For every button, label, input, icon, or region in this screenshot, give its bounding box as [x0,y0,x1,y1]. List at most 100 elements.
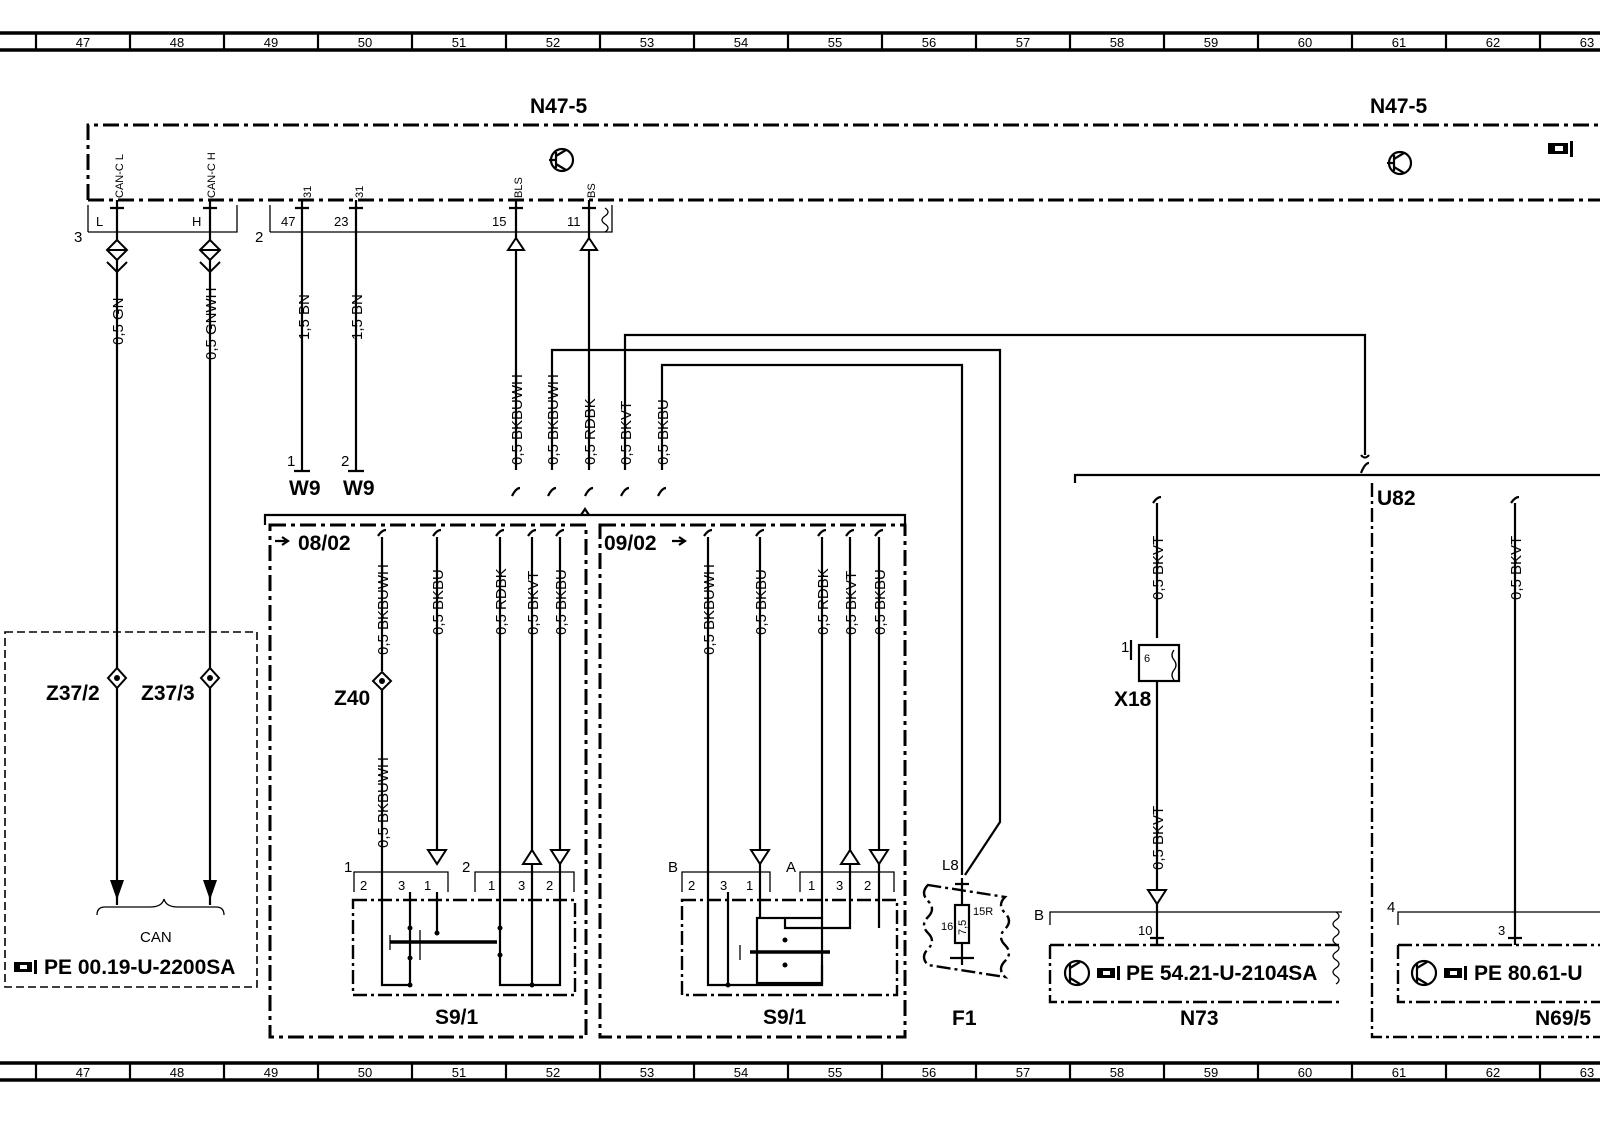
s9r-wire-5: 0,5 BKBU [872,569,889,635]
s9r-conn-a: A [786,859,796,876]
s9l-wire-lower: 0,5 BKBUWH [375,757,392,848]
fuse-pin-16: 16 [941,921,953,933]
grid-column-number: 47 [76,35,90,50]
grid-column-number: 57 [1016,1065,1030,1080]
s9r-pin: 3 [836,878,843,893]
s9r-pin: 3 [720,878,727,893]
switch-s9-1-0902: 09/02 0,5 BKBUWH 0,5 BKBU 0,5 RDBK 0,5 B… [598,523,907,1039]
grid-column-number: 52 [546,1065,560,1080]
n69-pin-3: 3 [1498,923,1505,938]
ground-wires: 1,5 BN 1,5 BN 1 2 W9 W9 [287,232,375,500]
pin-l: L [96,214,103,229]
s9l-pin: 1 [488,878,495,893]
s9r-wire-4: 0,5 BKVT [843,571,860,635]
transistor-icon [549,147,575,173]
s9l-pin: 3 [398,878,405,893]
pin-31-a: 31 [302,186,314,198]
connector-2: 2 [255,229,263,246]
s9l-wire-2: 0,5 BKBU [430,569,447,635]
wire-can-h-label: 0,5 GNWH [203,287,220,360]
grid-column-number: 50 [358,35,372,50]
fuse-f1: L8 7,5 16 15R F1 [922,857,1011,1030]
grid-column-number: 59 [1204,1065,1218,1080]
z37-2-label: Z37/2 [46,682,100,705]
grid-column-number: 53 [640,1065,654,1080]
grid-column-number: 54 [734,35,748,50]
grid-column-number: 61 [1392,1065,1406,1080]
s9l-pin: 2 [360,878,367,893]
transistor-icon [1063,959,1091,987]
z40-label: Z40 [334,687,370,710]
n73-ref-doc: PE 54.21-U-2104SA [1126,962,1317,985]
can-reference-box: Z37/2 Z37/3 CAN PE 00.19-U-2200SA [4,631,258,988]
grid-column-number: 62 [1486,1065,1500,1080]
n73-module: 0,5 BKVT 1 6 X18 0,5 BKVT B 10 PE 54.21-… [1034,495,1342,1030]
grid-column-number: 59 [1204,35,1218,50]
transistor-icon [1387,150,1413,176]
grid-column-number: 63 [1580,35,1594,50]
hand-pointer-icon [1097,966,1120,980]
grid-column-number: 62 [1486,35,1500,50]
pin-can-c-h: CAN-C H [206,152,218,198]
can-wires: 0,5 GN 0,5 GNWH [105,232,222,905]
transistor-icon [1410,959,1438,987]
fuse-pin-l8: L8 [942,857,959,874]
s9l-wire-5: 0,5 BKBU [553,569,570,635]
n47-5-label-left: N47-5 [530,95,588,118]
grid-column-number: 55 [828,1065,842,1080]
wire-bkbuwh-b-label: 0,5 BKBUWH [545,374,562,465]
grid-column-number: 50 [358,1065,372,1080]
x18-inner-pin: 6 [1144,653,1150,665]
u82-label: U82 [1377,487,1416,510]
hand-pointer-icon [1444,966,1467,980]
grid-column-number: 61 [1392,35,1406,50]
pin-bs: BS [586,183,598,198]
grid-column-number: 54 [734,1065,748,1080]
wire-bkvt-label: 0,5 BKVT [618,401,635,465]
wire-can-l-label: 0,5 GN [110,297,127,345]
can-bus-label: CAN [140,929,172,946]
ground-w9-a: W9 [289,477,321,500]
wire-gnd2-label: 1,5 BN [349,294,366,340]
n69-wire: 0,5 BKVT [1508,536,1525,600]
n73-wire-upper: 0,5 BKVT [1150,536,1167,600]
can-ref-doc: PE 00.19-U-2200SA [44,956,235,979]
s9r-pin: 1 [746,878,753,893]
s9l-pin: 1 [424,878,431,893]
grid-column-number: 48 [170,35,184,50]
fuse-pin-15r: 15R [973,906,993,918]
n69-ref-doc: PE 80.61-U [1474,962,1583,985]
switch-s9-1-0802: 08/02 0,5 BKBUWH 0,5 BKBU 0,5 RDBK 0,5 B… [268,523,588,1039]
s9l-wire-3: 0,5 RDBK [493,568,510,635]
n73-wire-lower: 0,5 BKVT [1150,806,1167,870]
grid-column-number: 51 [452,35,466,50]
pin-can-c-l: CAN-C L [114,154,126,198]
n69-5-module: U82 0,5 BKVT 4 3 PE 80.61-U N69/5 [1370,483,1600,1039]
grid-column-number: 52 [546,35,560,50]
pin-23: 23 [334,214,348,229]
signal-wires: 0,5 BKBUWH 0,5 BKBUWH 0,5 RDBK 0,5 BKVT … [263,232,1600,876]
pin-11: 11 [567,214,581,229]
s9l-conn-2: 2 [462,859,470,876]
grid-column-number: 56 [922,1065,936,1080]
hand-pointer-icon [14,960,37,974]
n47-5-label-right: N47-5 [1370,95,1428,118]
grid-column-number: 49 [264,35,278,50]
n73-pin-10: 10 [1138,923,1152,938]
wire-bkbuwh-a-label: 0,5 BKBUWH [509,374,526,465]
s9r-wire-1: 0,5 BKBUWH [701,564,718,655]
grid-column-number: 57 [1016,35,1030,50]
wire-gnd1-label: 1,5 BN [296,294,313,340]
fuse-rating: 7,5 [957,920,969,935]
grid-column-number: 49 [264,1065,278,1080]
z37-3-label: Z37/3 [141,682,195,705]
s9r-pin: 2 [688,878,695,893]
grid-column-number: 48 [170,1065,184,1080]
n69-5-label: N69/5 [1535,1007,1591,1030]
x18-pin: 1 [1121,639,1129,656]
grid-column-number: 55 [828,35,842,50]
connector-3: 3 [74,229,82,246]
